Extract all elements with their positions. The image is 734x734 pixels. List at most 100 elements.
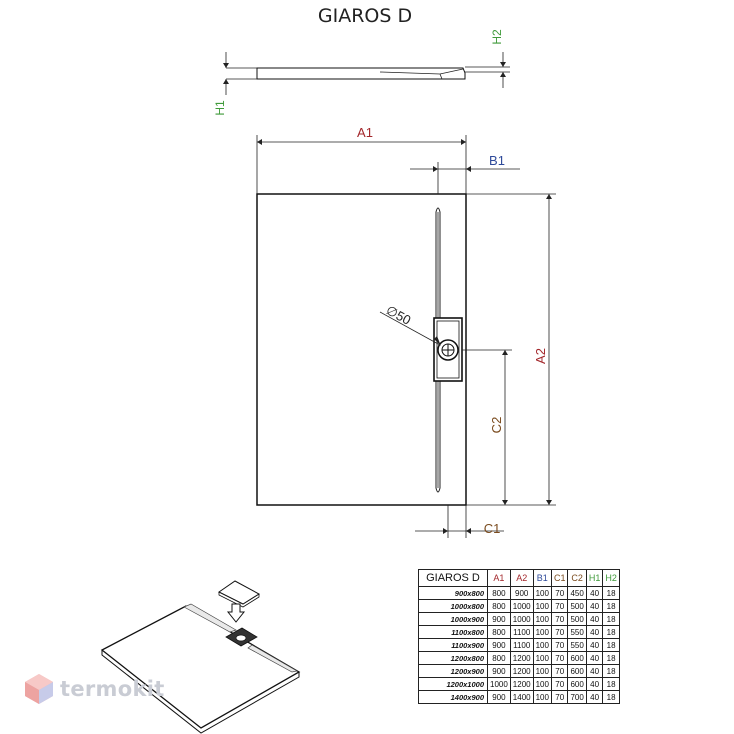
table-cell: 500 bbox=[567, 599, 587, 613]
watermark-text: termokit bbox=[60, 677, 165, 701]
header-c1: C1 bbox=[550, 569, 569, 587]
arrow-down-icon bbox=[226, 603, 246, 623]
table-cell: 100 bbox=[532, 677, 552, 691]
table-cell: 800 bbox=[487, 651, 511, 665]
dim-label-a1: A1 bbox=[357, 125, 373, 140]
dim-label-b1: B1 bbox=[489, 153, 505, 168]
table-cell: 900 bbox=[487, 690, 511, 704]
size-cell: 1400x900 bbox=[418, 690, 488, 704]
table-cell: 18 bbox=[602, 638, 620, 652]
size-cell: 1000x800 bbox=[418, 599, 488, 613]
table-cell: 100 bbox=[532, 612, 552, 626]
dim-label-h1: H1 bbox=[213, 100, 227, 116]
table-cell: 1000 bbox=[509, 612, 534, 626]
table-cell: 18 bbox=[602, 586, 620, 600]
table-cell: 70 bbox=[550, 677, 569, 691]
table-cell: 100 bbox=[532, 690, 552, 704]
table-cell: 100 bbox=[532, 664, 552, 678]
table-cell: 600 bbox=[567, 651, 587, 665]
size-cell: 1200x1000 bbox=[418, 677, 488, 691]
table-cell: 800 bbox=[487, 599, 511, 613]
size-cell: 1200x900 bbox=[418, 664, 488, 678]
table-cell: 500 bbox=[567, 612, 587, 626]
tray-outline bbox=[256, 193, 467, 506]
table-cell: 18 bbox=[602, 651, 620, 665]
table-cell: 70 bbox=[550, 690, 569, 704]
table-cell: 70 bbox=[550, 638, 569, 652]
size-cell: 1100x900 bbox=[418, 638, 488, 652]
table-cell: 1200 bbox=[509, 651, 534, 665]
table-cell: 70 bbox=[550, 612, 569, 626]
spec-table-header: GIAROS D A1 A2 B1 C1 C2 H1 H2 bbox=[418, 569, 620, 587]
table-cell: 100 bbox=[532, 651, 552, 665]
table-cell: 700 bbox=[567, 690, 587, 704]
table-cell: 40 bbox=[585, 638, 604, 652]
dim-label-h2: H2 bbox=[490, 29, 504, 45]
side-profile-view: H1 H2 bbox=[213, 29, 510, 116]
table-cell: 18 bbox=[602, 677, 620, 691]
table-cell: 70 bbox=[550, 651, 569, 665]
table-cell: 1100 bbox=[509, 625, 534, 639]
dim-label-c1: C1 bbox=[484, 521, 501, 536]
termokit-logo-icon bbox=[25, 674, 53, 704]
isometric-view bbox=[100, 580, 301, 734]
table-cell: 800 bbox=[487, 625, 511, 639]
table-cell: 18 bbox=[602, 690, 620, 704]
table-cell: 40 bbox=[585, 690, 604, 704]
table-cell: 70 bbox=[550, 599, 569, 613]
table-cell: 450 bbox=[567, 586, 587, 600]
drawing-title: GIAROS D bbox=[318, 5, 412, 27]
table-cell: 550 bbox=[567, 638, 587, 652]
table-cell: 900 bbox=[487, 664, 511, 678]
table-cell: 1000 bbox=[487, 677, 511, 691]
table-cell: 40 bbox=[585, 677, 604, 691]
table-cell: 1200 bbox=[509, 677, 534, 691]
table-cell: 900 bbox=[487, 638, 511, 652]
table-cell: 100 bbox=[532, 586, 552, 600]
header-a2: A2 bbox=[509, 569, 534, 587]
table-cell: 40 bbox=[585, 586, 604, 600]
table-cell: 18 bbox=[602, 664, 620, 678]
table-cell: 70 bbox=[550, 664, 569, 678]
table-cell: 1000 bbox=[509, 599, 534, 613]
watermark-logo: termokit bbox=[24, 671, 165, 707]
table-cell: 1100 bbox=[509, 638, 534, 652]
header-h1: H1 bbox=[585, 569, 604, 587]
table-cell: 18 bbox=[602, 612, 620, 626]
dim-label-c2: C2 bbox=[489, 417, 504, 434]
table-cell: 600 bbox=[567, 664, 587, 678]
table-cell: 900 bbox=[487, 612, 511, 626]
size-cell: 1200x800 bbox=[418, 651, 488, 665]
table-cell: 18 bbox=[602, 625, 620, 639]
table-cell: 100 bbox=[532, 638, 552, 652]
header-a1: A1 bbox=[487, 569, 511, 587]
table-cell: 100 bbox=[532, 599, 552, 613]
table-cell: 18 bbox=[602, 599, 620, 613]
table-cell: 550 bbox=[567, 625, 587, 639]
table-cell: 40 bbox=[585, 651, 604, 665]
table-cell: 100 bbox=[532, 625, 552, 639]
table-cell: 40 bbox=[585, 664, 604, 678]
table-cell: 600 bbox=[567, 677, 587, 691]
table-cell: 40 bbox=[585, 612, 604, 626]
table-cell: 800 bbox=[487, 586, 511, 600]
dim-label-a2: A2 bbox=[533, 348, 548, 364]
header-b1: B1 bbox=[532, 569, 552, 587]
table-cell: 1200 bbox=[509, 664, 534, 678]
header-h2: H2 bbox=[602, 569, 620, 587]
table-cell: 70 bbox=[550, 625, 569, 639]
table-cell: 40 bbox=[585, 625, 604, 639]
table-cell: 40 bbox=[585, 599, 604, 613]
table-cell: 70 bbox=[550, 586, 569, 600]
top-plan-view: ∅50 A1 B1 A2 C2 C1 bbox=[256, 125, 556, 538]
